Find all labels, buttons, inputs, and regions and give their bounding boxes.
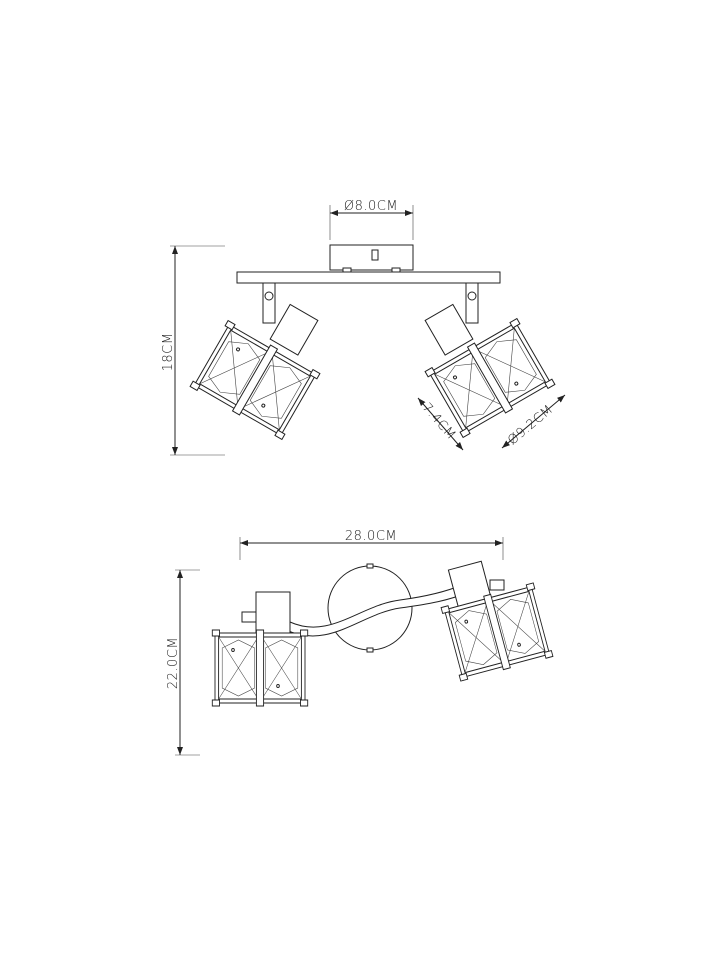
width-label: 28.0CM <box>345 529 397 544</box>
height-label: 18CM <box>161 333 176 372</box>
top-view: 28.0CM 22.0CM <box>166 529 554 756</box>
front-view: Ø8.0CM 18CM 7.4CM Ø9.2CM <box>161 199 566 456</box>
left-shade-top <box>211 629 309 707</box>
base-diameter-label: Ø8.0CM <box>344 199 398 214</box>
mounting-bar <box>236 271 501 284</box>
depth-label: 22.0CM <box>166 637 181 689</box>
